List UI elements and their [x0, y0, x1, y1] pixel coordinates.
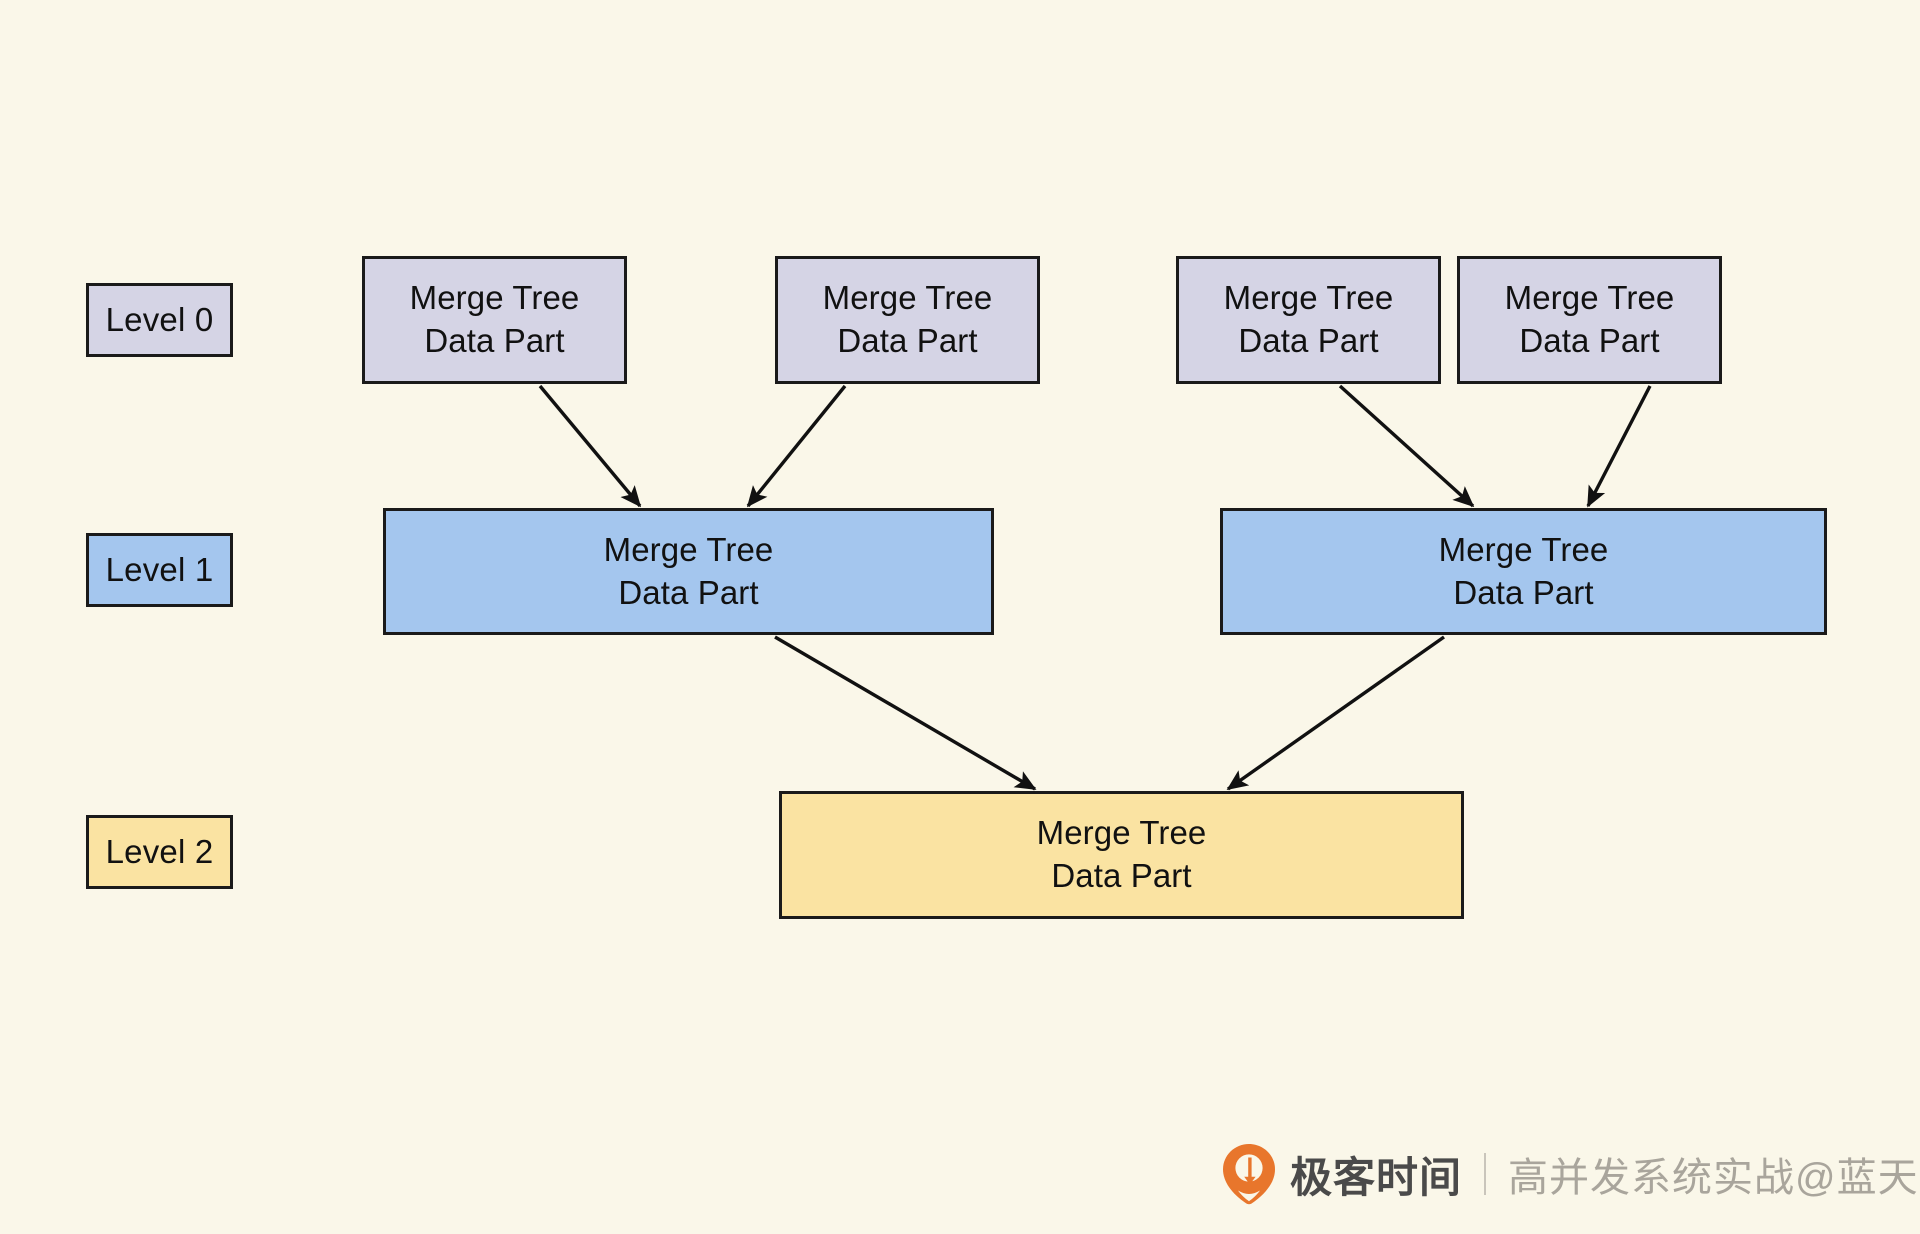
node-l1-part-2: Merge Tree Data Part — [1220, 508, 1827, 635]
edge-l1p1-to-l2p1 — [774, 635, 1037, 791]
node-title-line1: Merge Tree — [409, 279, 580, 317]
node-l0-part-2: Merge Tree Data Part — [775, 256, 1040, 384]
node-title-line2: Data Part — [1519, 322, 1660, 359]
watermark-subtitle: 高并发系统实战@蓝天 — [1508, 1156, 1919, 1200]
node-title-line2: Data Part — [618, 573, 759, 611]
watermark-separator — [1484, 1153, 1487, 1195]
node-title-line2: Data Part — [1453, 573, 1594, 611]
node-title-line1: Merge Tree — [1036, 814, 1207, 852]
node-title-line1: Merge Tree — [603, 530, 774, 568]
node-title-line2: Data Part — [1238, 322, 1379, 359]
node-title-line2: Data Part — [424, 322, 565, 359]
node-title-line2: Data Part — [1051, 857, 1192, 894]
watermark-brand: 极客时间 — [1290, 1153, 1463, 1201]
edge-l0p2-to-l1p1 — [746, 384, 847, 508]
node-l0-part-1: Merge Tree Data Part — [362, 256, 627, 384]
legend-badge-level-0: Level 0 — [86, 283, 233, 357]
geekbang-pin-icon — [1223, 1144, 1275, 1205]
legend-label-level-2: Level 2 — [105, 833, 214, 870]
edge-l0p1-to-l1p1 — [538, 384, 642, 508]
node-title-line1: Merge Tree — [1438, 530, 1609, 568]
node-l0-part-3: Merge Tree Data Part — [1176, 256, 1441, 384]
node-l1-part-1: Merge Tree Data Part — [383, 508, 994, 635]
watermark: 极客时间 高并发系统实战@蓝天 — [1222, 1139, 1919, 1209]
legend-badge-level-1: Level 1 — [86, 533, 233, 607]
node-title-line2: Data Part — [837, 322, 978, 359]
node-l2-part-1: Merge Tree Data Part — [779, 791, 1464, 919]
legend-badge-level-2: Level 2 — [86, 815, 233, 889]
node-title-line1: Merge Tree — [1223, 279, 1394, 317]
edge-l0p4-to-l1p2 — [1586, 385, 1652, 508]
node-l0-part-4: Merge Tree Data Part — [1457, 256, 1722, 384]
node-title-line1: Merge Tree — [1504, 279, 1675, 317]
edge-l1p2-to-l2p1 — [1226, 635, 1445, 791]
legend-label-level-1: Level 1 — [105, 551, 214, 588]
legend-label-level-0: Level 0 — [105, 301, 214, 338]
node-title-line1: Merge Tree — [822, 279, 993, 317]
edge-l0p3-to-l1p2 — [1338, 384, 1475, 508]
